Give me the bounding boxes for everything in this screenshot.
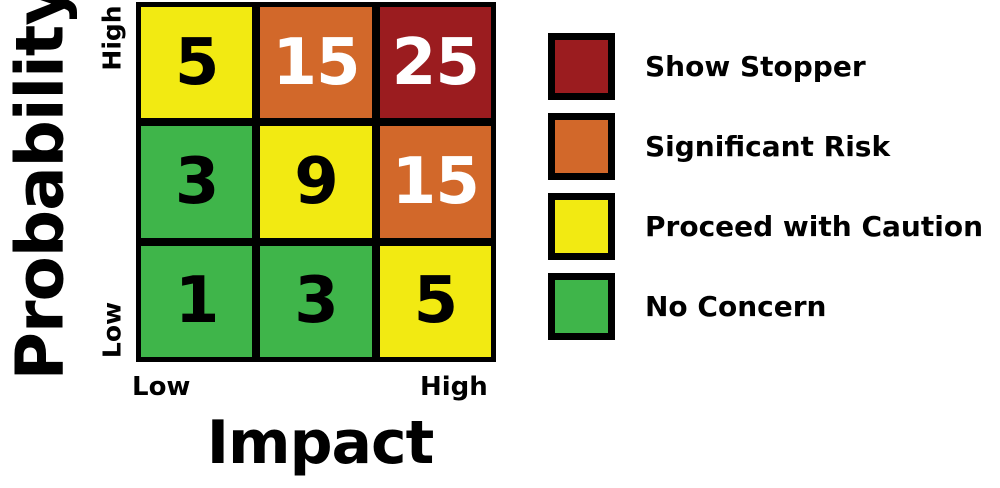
legend-swatch-green bbox=[548, 273, 615, 340]
legend-item-significant-risk: Significant Risk bbox=[548, 113, 1000, 180]
matrix-cell-r1c3: 25 bbox=[379, 7, 491, 119]
matrix-cell-r1c1: 5 bbox=[141, 7, 253, 119]
x-axis-high-label: High bbox=[420, 372, 488, 402]
matrix-cell-r3c2: 3 bbox=[260, 245, 372, 357]
matrix-cell-r2c3: 15 bbox=[379, 126, 491, 238]
x-axis-title: Impact bbox=[206, 408, 435, 478]
legend-swatch-red bbox=[548, 33, 615, 100]
matrix-cell-r2c2: 9 bbox=[260, 126, 372, 238]
legend-label: Significant Risk bbox=[645, 130, 891, 163]
legend-label: No Concern bbox=[645, 290, 827, 323]
y-axis-title-text: Probability bbox=[1, 0, 79, 381]
x-axis-low-label: Low bbox=[132, 372, 191, 402]
legend: Show Stopper Significant Risk Proceed wi… bbox=[548, 33, 1000, 340]
y-axis-high-text: High bbox=[97, 5, 127, 71]
legend-label: Show Stopper bbox=[645, 50, 866, 83]
legend-item-show-stopper: Show Stopper bbox=[548, 33, 1000, 100]
legend-swatch-orange bbox=[548, 113, 615, 180]
legend-swatch-yellow bbox=[548, 193, 615, 260]
y-axis-low-text: Low bbox=[97, 301, 127, 359]
legend-item-no-concern: No Concern bbox=[548, 273, 1000, 340]
legend-item-proceed-with-caution: Proceed with Caution bbox=[548, 193, 1000, 260]
matrix-cell-r3c1: 1 bbox=[141, 245, 253, 357]
risk-matrix: 5 15 25 3 9 15 1 3 5 bbox=[136, 2, 496, 362]
legend-label: Proceed with Caution bbox=[645, 210, 983, 243]
matrix-cell-r2c1: 3 bbox=[141, 126, 253, 238]
matrix-cell-r3c3: 5 bbox=[379, 245, 491, 357]
matrix-cell-r1c2: 15 bbox=[260, 7, 372, 119]
